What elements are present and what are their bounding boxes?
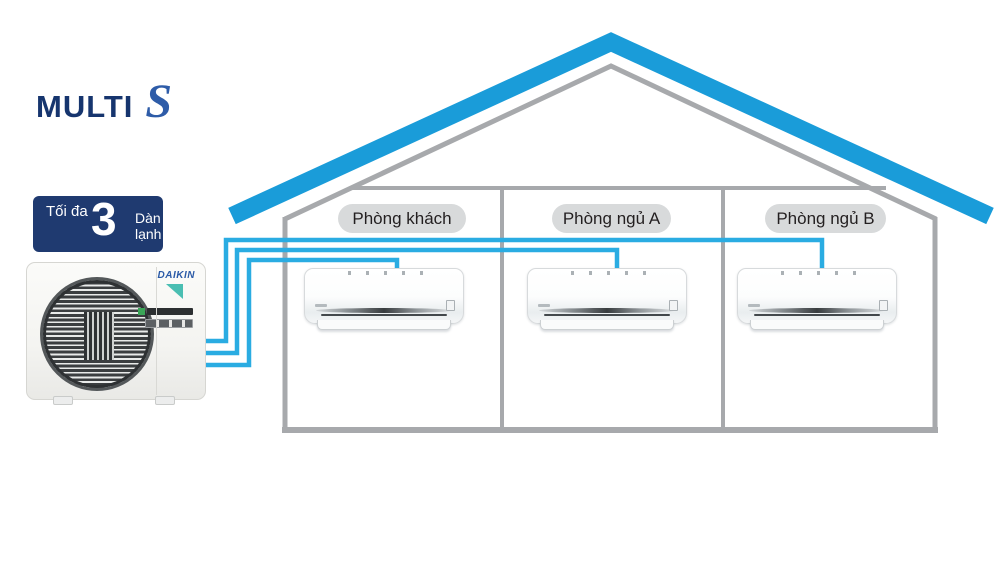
vent-slits xyxy=(766,271,868,275)
indoor-unit-body xyxy=(737,268,897,324)
indoor-brand-mark xyxy=(538,304,550,307)
unit-foot xyxy=(155,396,175,405)
room-label-bedroom-a: Phòng ngủ A xyxy=(552,204,671,233)
room-label-living-room: Phòng khách xyxy=(338,204,466,233)
unit-foot xyxy=(53,396,73,405)
room-label-text: Phòng khách xyxy=(352,208,452,228)
roof xyxy=(228,32,994,225)
indoor-unit-living-room xyxy=(304,268,464,332)
model-label-strip xyxy=(145,319,193,328)
indoor-unit-bedroom-a xyxy=(527,268,687,332)
badge-prefix: Tối đa xyxy=(46,203,88,220)
indoor-brand-mark xyxy=(315,304,327,307)
status-indicator xyxy=(879,300,888,311)
indoor-unit-body xyxy=(304,268,464,324)
vent-slits xyxy=(333,271,435,275)
daikin-brand-label: DAIKIN xyxy=(157,270,195,281)
logo-word: MULTI xyxy=(36,89,134,124)
multi-s-logo: MULTI S xyxy=(36,74,172,129)
chrome-accent xyxy=(749,308,885,313)
logo-s: S xyxy=(145,75,173,128)
room-label-text: Phòng ngủ A xyxy=(562,208,661,228)
air-deflector-flap xyxy=(539,320,675,330)
indoor-unit-bedroom-b xyxy=(737,268,897,332)
inverter-label-strip xyxy=(138,308,193,315)
air-deflector-flap xyxy=(749,320,885,330)
air-deflector-flap xyxy=(316,320,452,330)
air-outlet-slot xyxy=(543,314,671,316)
status-indicator xyxy=(669,300,678,311)
indoor-unit-body xyxy=(527,268,687,324)
air-outlet-slot xyxy=(320,314,448,316)
room-label-bedroom-b: Phòng ngủ B xyxy=(765,204,886,233)
status-indicator xyxy=(446,300,455,311)
badge-number: 3 xyxy=(91,193,117,245)
refrigerant-pipe-bedroom-b xyxy=(205,237,825,344)
max-units-badge: Tối đa 3 Dàn lạnh xyxy=(33,193,163,252)
panel-seam xyxy=(156,267,157,395)
outdoor-unit: DAIKIN xyxy=(26,262,206,405)
roof-underline xyxy=(283,63,938,222)
refrigerant-pipe-living-room xyxy=(205,257,400,368)
fan-hub xyxy=(84,312,114,360)
chrome-accent xyxy=(316,308,452,313)
fan-grille-icon xyxy=(40,277,154,391)
air-outlet-slot xyxy=(753,314,881,316)
room-label-text: Phòng ngủ B xyxy=(776,208,875,228)
vent-slits xyxy=(556,271,658,275)
chrome-accent xyxy=(539,308,675,313)
indoor-brand-mark xyxy=(748,304,760,307)
refrigerant-pipe-bedroom-a xyxy=(205,247,620,356)
daikin-triangle-icon xyxy=(166,284,183,299)
badge-suffix: Dàn lạnh xyxy=(135,210,162,243)
